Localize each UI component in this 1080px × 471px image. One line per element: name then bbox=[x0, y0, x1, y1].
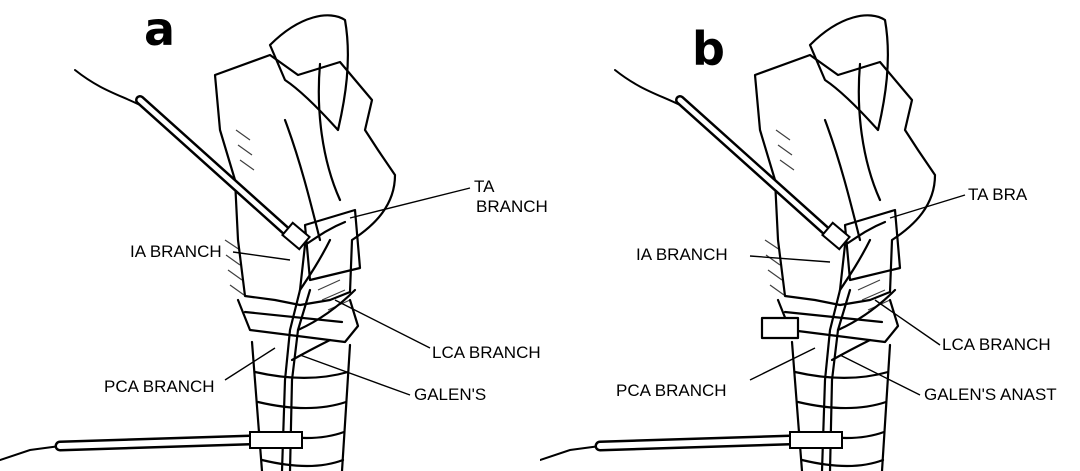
panel-b: b TA BRA IA BRANCH LCA BRANCH PCA BRANCH… bbox=[540, 0, 1080, 471]
panel-a: a TA BRANCH IA BRANCH LCA BRANCH PCA BRA… bbox=[0, 0, 540, 471]
leader-lca bbox=[875, 300, 940, 345]
label-pca-branch: PCA BRANCH bbox=[616, 382, 727, 400]
leader-lca bbox=[335, 300, 430, 348]
trachea bbox=[252, 342, 350, 471]
label-lca-branch: LCA BRANCH bbox=[432, 344, 541, 362]
lower-probe bbox=[540, 432, 842, 460]
label-ta-branch-line1: TA bbox=[474, 178, 494, 196]
leader-ia bbox=[233, 252, 290, 260]
label-ia-branch: IA BRANCH bbox=[636, 246, 728, 264]
label-galens: GALEN'S bbox=[414, 386, 486, 404]
panel-letter: b bbox=[692, 26, 725, 72]
leader-galen bbox=[300, 355, 410, 395]
leader-ta bbox=[350, 188, 470, 218]
leader-ta bbox=[890, 195, 965, 218]
upper-probe bbox=[615, 70, 850, 249]
label-pca-branch: PCA BRANCH bbox=[104, 378, 215, 396]
panel-letter: a bbox=[144, 6, 175, 52]
upper-probe bbox=[75, 70, 310, 249]
label-galens-anast: GALEN'S ANAST bbox=[924, 386, 1057, 404]
label-ta-branch-line2: BRANCH bbox=[476, 198, 548, 216]
nerve-clamp bbox=[762, 318, 798, 338]
leader-ia bbox=[750, 256, 830, 262]
trachea bbox=[792, 342, 890, 471]
leader-galen bbox=[840, 355, 920, 395]
label-ta-branch: TA BRA bbox=[968, 186, 1027, 204]
lower-probe bbox=[0, 432, 302, 460]
label-lca-branch: LCA BRANCH bbox=[942, 336, 1051, 354]
label-ia-branch: IA BRANCH bbox=[130, 243, 222, 261]
